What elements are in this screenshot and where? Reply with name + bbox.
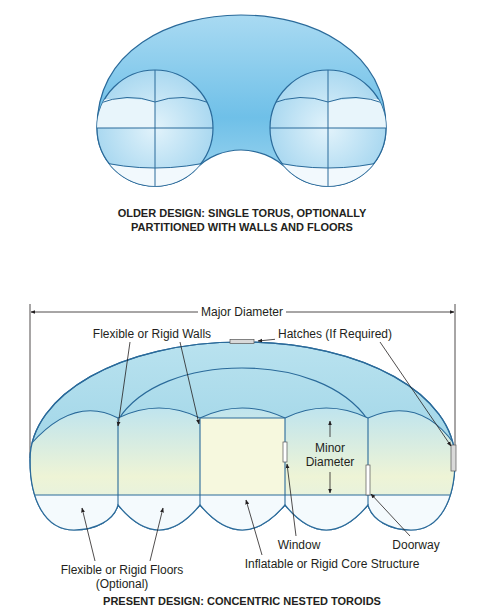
floor [95, 128, 215, 129]
floor [20, 495, 470, 496]
wall [117, 418, 118, 505]
callout-label: Window [278, 538, 321, 552]
leader-line [82, 508, 95, 561]
leader-line [246, 500, 262, 555]
leader-line [380, 342, 451, 446]
core-top [200, 418, 285, 419]
callout-label: Flexible or Rigid Floors (Optional) [56, 563, 188, 591]
front-cells [30, 408, 455, 560]
partitions [90, 68, 220, 200]
wall [199, 418, 200, 505]
dimension-label: Minor Diameter [298, 441, 362, 469]
callout-label: Inflatable or Rigid Core Structure [245, 557, 420, 571]
cells [20, 368, 470, 565]
minor-diameter-arrow [330, 421, 331, 437]
minor-diameter-arrow [330, 472, 331, 493]
extension-line [30, 304, 31, 458]
floor-curve [270, 97, 328, 104]
floor-curve [92, 160, 218, 168]
leader-line [150, 508, 163, 561]
hatch [230, 340, 254, 344]
floor-area [328, 98, 386, 128]
leader-line [371, 494, 410, 536]
leader-lines [82, 338, 451, 561]
hatch [451, 445, 456, 471]
callout-label: Hatches (If Required) [275, 327, 395, 341]
caption: PRESENT DESIGN: CONCENTRIC NESTED TOROID… [72, 594, 412, 608]
outer-outline [30, 342, 455, 530]
leader-line [118, 342, 130, 426]
floor-curve [265, 160, 391, 168]
caption: OLDER DESIGN: SINGLE TORUS, OPTIONALLY P… [92, 206, 392, 234]
partitions [263, 68, 393, 200]
extension-line [455, 304, 456, 445]
floor-area [97, 98, 155, 128]
single-torus [90, 15, 393, 200]
window [283, 442, 287, 462]
leader-line [287, 464, 296, 536]
floor-curve [155, 97, 213, 104]
doorway [366, 465, 370, 495]
leader-line [180, 342, 199, 424]
floor [268, 128, 388, 129]
torus-body [97, 15, 386, 186]
callout-label: Flexible or Rigid Walls [90, 327, 214, 341]
callout-label: Doorway [392, 538, 439, 552]
floor-curve [328, 97, 386, 104]
floor-curve [97, 97, 155, 104]
dimension-label: Major Diameter [198, 305, 286, 319]
nested-toroids [20, 340, 470, 566]
